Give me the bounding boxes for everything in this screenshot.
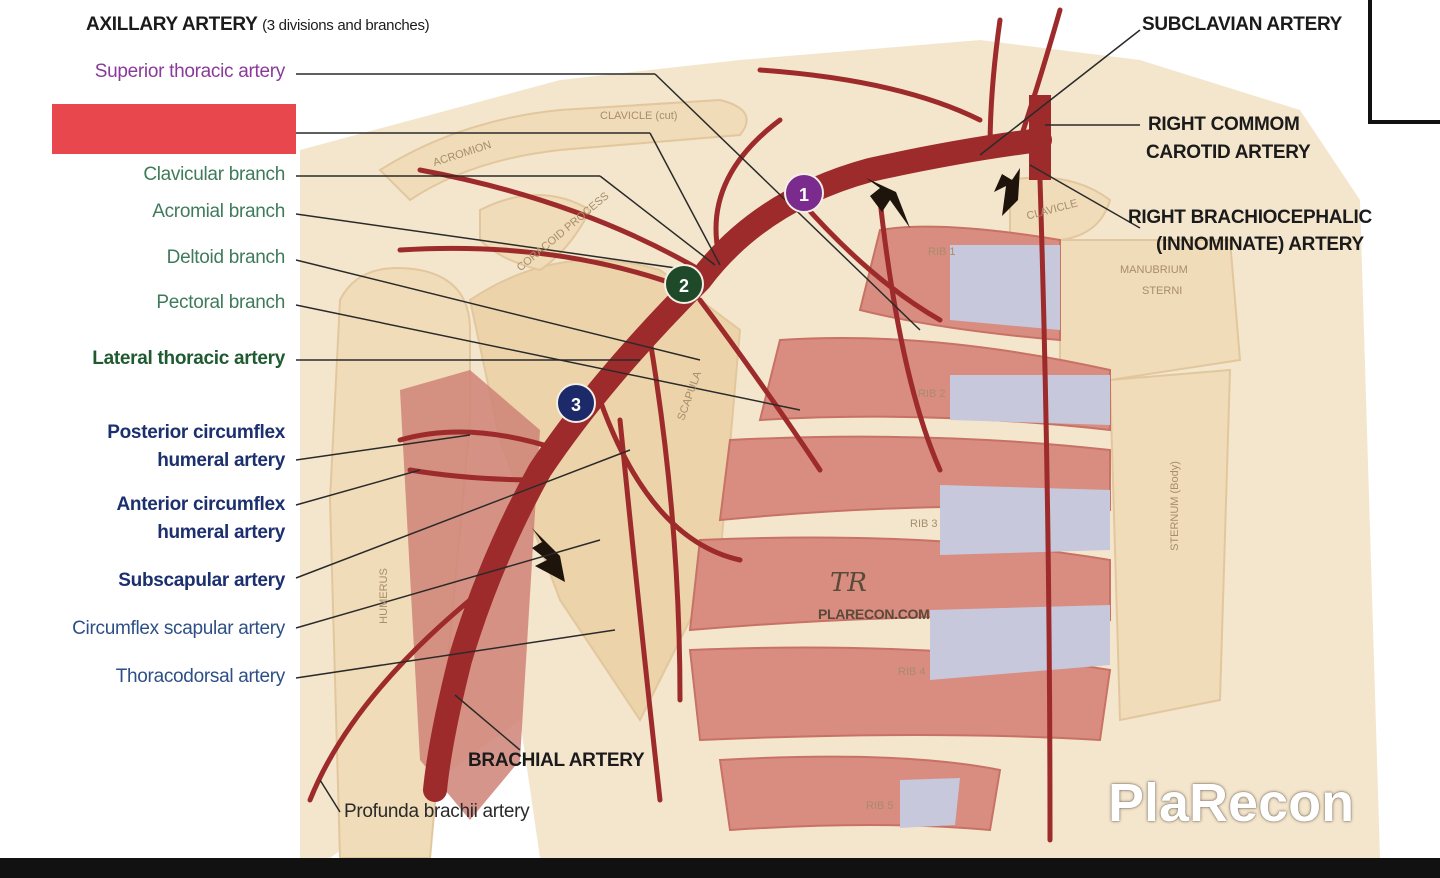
- branch-deltoid: [397, 245, 693, 293]
- leader-pectoral: [295, 304, 801, 411]
- branch-anterior-circumflex: [407, 467, 543, 483]
- label-anterior-circumflex-line2: humeral artery: [157, 522, 285, 543]
- bone-label-manubrium-2: STERNI: [1142, 285, 1183, 297]
- cartilage-5: [900, 778, 960, 828]
- branch-intercostal: [877, 197, 943, 473]
- sternum-bone: [1108, 368, 1232, 722]
- leader-thoracodorsal: [295, 629, 616, 679]
- leader-brachiocephalic: [1029, 164, 1141, 229]
- costal-cartilages: [900, 245, 1110, 828]
- bone-label-rib2: RIB 2: [918, 388, 946, 400]
- bone-label-sternum: STERNUM (Body): [1168, 461, 1181, 551]
- bone-label-manubrium-1: MANUBRIUM: [1120, 264, 1188, 276]
- manubrium-bone: [1059, 239, 1242, 382]
- leader-brachial: [454, 694, 521, 751]
- bone-label-rib1: RIB 1: [928, 246, 956, 258]
- leader-hidden-2: [649, 132, 721, 266]
- label-pectoral: Pectoral branch: [156, 292, 285, 313]
- division-badge-3: 3: [556, 383, 596, 423]
- label-carotid-line2: CAROTID ARTERY: [1146, 142, 1311, 163]
- branch-posterior-circumflex: [397, 429, 563, 453]
- label-posterior-circumflex-line1: Posterior circumflex: [107, 422, 285, 443]
- branch-thoracodorsal: [617, 417, 663, 803]
- leader-anterior-circumflex: [295, 469, 421, 506]
- leader-subclavian: [979, 29, 1141, 156]
- label-brachial: BRACHIAL ARTERY: [468, 750, 645, 771]
- bottom-bar: [0, 858, 1440, 878]
- corner-frame: [1368, 0, 1440, 124]
- cartilage-1: [950, 245, 1060, 330]
- division-badge-2: 2: [664, 264, 704, 304]
- branch-internal-thoracic: [1037, 177, 1053, 843]
- label-posterior-circumflex-line2: humeral artery: [157, 450, 285, 471]
- label-subscapular: Subscapular artery: [118, 570, 285, 591]
- cartilage-2: [950, 375, 1110, 425]
- arrow-2: [994, 168, 1020, 216]
- label-profunda: Profunda brachii artery: [344, 801, 530, 822]
- bone-label-clavicle-cut: CLAVICLE (cut): [600, 110, 678, 122]
- label-brachiocephalic-line1: RIGHT BRACHIOCEPHALIC: [1128, 207, 1372, 228]
- label-brachiocephalic-line2: (INNOMINATE) ARTERY: [1156, 234, 1364, 255]
- branch-subscapular: [597, 397, 743, 563]
- rib-cage: [688, 225, 1112, 832]
- axillary-artery-main: [423, 128, 1052, 802]
- brand-watermark: PlaRecon: [1108, 773, 1355, 833]
- hidden-label-box[interactable]: [52, 104, 296, 154]
- branch-acromial: [417, 167, 703, 273]
- bone-label-rib3: RIB 3: [910, 518, 938, 530]
- branch-superior-thoracic: [797, 197, 943, 323]
- label-superior-thoracic: Superior thoracic artery: [94, 61, 286, 82]
- label-anterior-circumflex-line1: Anterior circumflex: [116, 494, 285, 515]
- label-thoracodorsal: Thoracodorsal artery: [115, 666, 286, 687]
- label-lateral-thoracic: Lateral thoracic artery: [92, 348, 285, 369]
- label-subclavian: SUBCLAVIAN ARTERY: [1142, 14, 1343, 35]
- title-sub: (3 divisions and branches): [262, 17, 430, 34]
- label-acromial: Acromial branch: [152, 201, 285, 222]
- label-carotid-line1: RIGHT COMMOM: [1148, 114, 1300, 135]
- branch-clavicular: [713, 117, 783, 263]
- title-main: AXILLARY ARTERY: [86, 14, 258, 35]
- branch-neck-1: [987, 17, 1003, 153]
- site-credit: PLARECON.COM: [818, 606, 930, 622]
- cartilage-4: [930, 605, 1110, 680]
- arterial-branches: [307, 7, 1063, 843]
- leader-clavicular-2: [599, 175, 716, 266]
- leader-deltoid: [295, 259, 701, 361]
- branch-profunda: [307, 597, 473, 803]
- label-deltoid: Deltoid branch: [166, 247, 286, 268]
- branch-pectoral: [697, 297, 823, 473]
- bone-label-humerus: HUMERUS: [377, 568, 390, 624]
- bone-label-rib5: RIB 5: [866, 800, 894, 812]
- figure-title: AXILLARY ARTERY (3 divisions and branche…: [86, 14, 430, 36]
- branch-neck-2: [1017, 7, 1063, 143]
- leader-circumflex-scapular: [295, 539, 601, 629]
- leader-lines: [295, 29, 1141, 813]
- cartilage-3: [940, 485, 1110, 555]
- label-clavicular: Clavicular branch: [143, 164, 285, 185]
- leader-subscapular: [295, 449, 631, 579]
- division-badge-1: 1: [784, 173, 824, 213]
- artist-signature: TR: [830, 568, 867, 598]
- leader-profunda: [319, 779, 341, 813]
- label-circumflex-scapular: Circumflex scapular artery: [72, 618, 285, 639]
- branch-neck-3: [757, 67, 983, 123]
- leader-posterior-circumflex: [295, 434, 471, 461]
- arrow-1: [866, 178, 910, 228]
- leader-acromial: [295, 213, 691, 271]
- bone-label-rib4: RIB 4: [898, 666, 926, 678]
